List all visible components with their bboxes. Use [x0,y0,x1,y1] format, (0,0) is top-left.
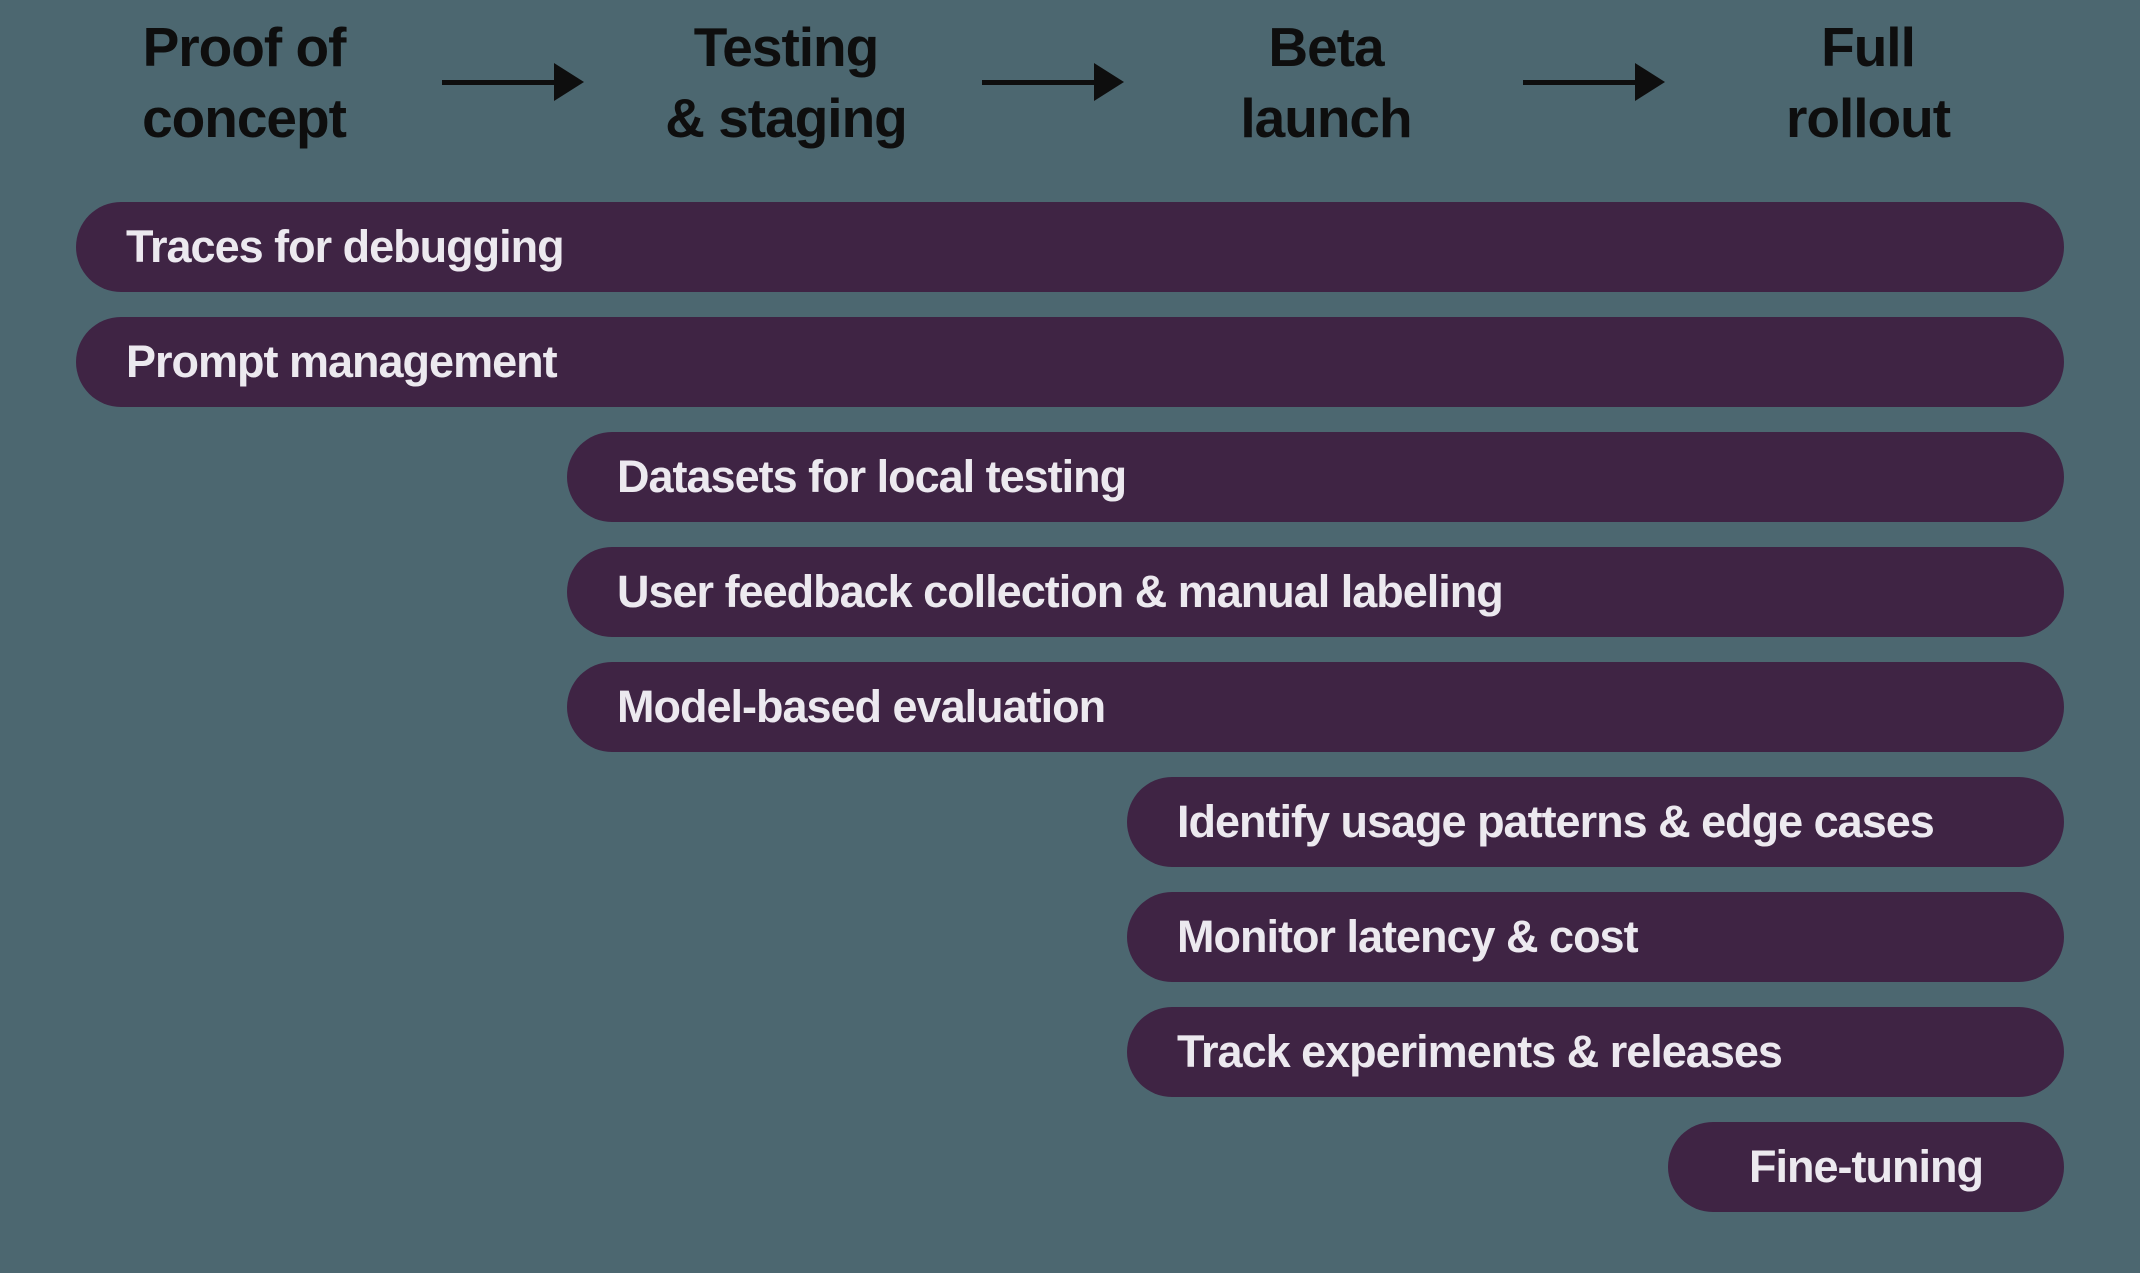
bar-label: Traces for debugging [126,221,565,272]
bar-track-experiments-releases: Track experiments & releases [1127,1007,2064,1097]
bar-datasets-for-local-testing: Datasets for local testing [567,432,2064,522]
stage-label-line: Full [1821,16,1916,78]
bar-fine-tuning: Fine-tuning [1668,1122,2064,1212]
bar-label: Model-based evaluation [617,681,1106,732]
arrow-head [1094,63,1124,101]
arrow-shaft [982,80,1100,85]
bar-monitor-latency-cost: Monitor latency & cost [1127,892,2064,982]
stage-label-line: Beta [1268,16,1384,78]
stage-label-testing-staging: Testing & staging [665,12,908,154]
bar-traces-for-debugging: Traces for debugging [76,202,2064,292]
bar-label: Monitor latency & cost [1177,911,1639,962]
arrow-shaft [1523,80,1641,85]
stage-label-line: Testing [693,16,879,78]
bar-label: Track experiments & releases [1177,1026,1783,1077]
stage-label-proof-of-concept: Proof of concept [142,12,347,154]
stage-label-line: launch [1240,87,1412,149]
bar-label: Fine-tuning [1749,1141,1984,1192]
stage-label-line: concept [142,87,347,149]
stage-label-full-rollout: Full rollout [1785,12,1951,154]
arrow-head [554,63,584,101]
bar-identify-usage-patterns: Identify usage patterns & edge cases [1127,777,2064,867]
stage-label-line: rollout [1785,87,1951,149]
bar-label: Prompt management [126,336,558,387]
bar-user-feedback-collection: User feedback collection & manual labeli… [567,547,2064,637]
stage-label-line: & staging [665,87,908,149]
arrow-head [1635,63,1665,101]
bar-label: User feedback collection & manual labeli… [617,566,1504,617]
bar-label: Identify usage patterns & edge cases [1177,796,1935,847]
bar-model-based-evaluation: Model-based evaluation [567,662,2064,752]
arrow-shaft [442,80,560,85]
stage-label-line: Proof of [142,16,347,78]
bar-prompt-management: Prompt management [76,317,2064,407]
stage-label-beta-launch: Beta launch [1240,12,1412,154]
bar-label: Datasets for local testing [617,451,1127,502]
